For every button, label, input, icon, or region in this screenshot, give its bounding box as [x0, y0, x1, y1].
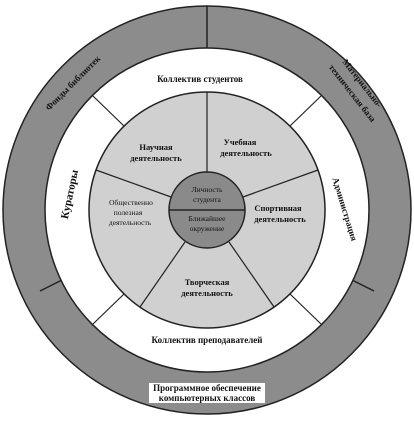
outer-label-software-1: Программное обеспечение: [153, 383, 261, 393]
activity-social-3: деятельность: [109, 218, 152, 227]
activity-divider-right: [242, 169, 319, 198]
middle-divider-upper-right: [289, 95, 322, 127]
activity-sport-1: Спортивная: [254, 203, 302, 213]
middle-divider-lower-right: [289, 293, 322, 325]
activity-study-2: деятельность: [220, 148, 272, 158]
middle-label-students: Коллектив студентов: [157, 74, 243, 84]
activity-divider-lower-left: [139, 241, 186, 308]
activity-science-1: Научная: [139, 142, 173, 152]
middle-divider-lower-left: [92, 293, 125, 325]
outer-label-software-bg: [149, 383, 265, 403]
middle-divider-upper-left: [92, 95, 125, 127]
activity-social-2: полезная: [114, 208, 143, 217]
activity-divider-lower-right: [228, 241, 275, 308]
activity-social-1: Общественно: [109, 198, 153, 207]
center-surrounding-1: Ближайшее: [189, 214, 227, 223]
activity-divider-left: [95, 169, 172, 198]
middle-label-teachers: Коллектив преподавателей: [152, 335, 263, 345]
center-personality-1: Личность: [192, 185, 223, 194]
outer-label-software-2: компьютерных классов: [159, 393, 256, 403]
center-surrounding-2: окружение: [190, 224, 225, 233]
activity-study-1: Учебная: [224, 137, 257, 147]
activity-creative-2: деятельность: [181, 288, 233, 298]
activity-creative-1: Творческая: [185, 277, 230, 287]
activity-science-2: деятельность: [130, 153, 182, 163]
activity-sport-2: деятельность: [254, 214, 306, 224]
center-personality-2: студента: [193, 195, 221, 204]
